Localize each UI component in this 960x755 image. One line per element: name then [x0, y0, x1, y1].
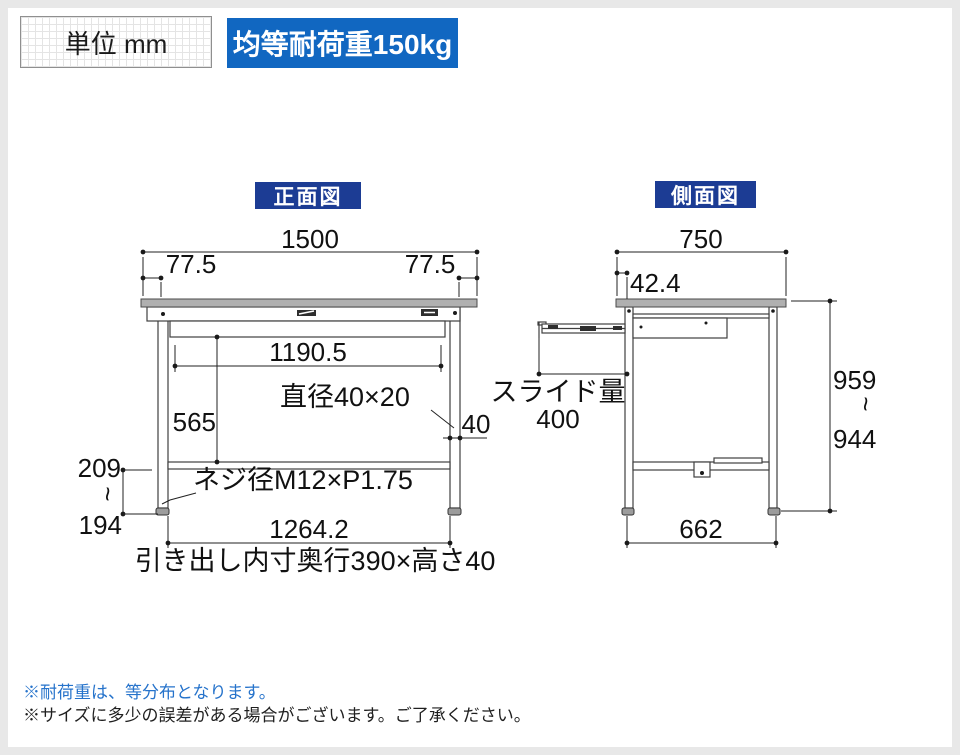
- footnote-load: ※耐荷重は、等分布となります。: [23, 683, 276, 702]
- side-front-foot: [621, 507, 635, 516]
- unit-label: 単位 mm: [64, 28, 168, 59]
- load-capacity-badge: 均等耐荷重150kg: [227, 18, 458, 68]
- side-dim-front-overhang-label: 42.4: [630, 268, 681, 298]
- load-capacity-label: 均等耐荷重150kg: [232, 29, 453, 60]
- front-dim-total-width: 1500: [140, 224, 480, 296]
- side-dim-height-range: 959 ~ 944: [781, 298, 881, 514]
- side-front-leg: [624, 306, 634, 509]
- footnote-size: ※サイズに多少の誤差がある場合がございます。ご了承ください。: [23, 706, 531, 725]
- front-drawer-inner-label: 引き出し内寸奥行390×高さ40: [135, 546, 496, 576]
- unit-label-box: 単位 mm: [20, 16, 212, 68]
- side-dim-front-overhang: 42.4: [614, 268, 681, 299]
- front-leg-size-callout: 直径40×20: [280, 382, 455, 429]
- front-left-bolt: [161, 312, 165, 316]
- side-rear-leg: [768, 306, 778, 509]
- front-left-leg: [157, 306, 169, 509]
- front-dim-leg-height-label: 565: [173, 407, 216, 437]
- front-right-bolt: [453, 311, 457, 315]
- side-view-title: 側面図: [655, 181, 756, 208]
- side-slide-rail: [537, 321, 626, 338]
- front-dim-inner-width-label: 1264.2: [269, 514, 349, 544]
- front-dim-left-overhang: 77.5: [140, 249, 217, 297]
- front-dim-foot-tilde: ~: [93, 486, 123, 501]
- front-dim-foot-range: 209 ~ 194: [78, 453, 158, 540]
- side-dim-leg-span: 662: [624, 514, 779, 548]
- side-dim-leg-span-label: 662: [679, 514, 722, 544]
- front-dim-total-width-label: 1500: [281, 224, 339, 254]
- front-tabletop: [140, 298, 478, 308]
- front-leg-size-label: 直径40×20: [280, 382, 410, 412]
- side-dim-total-depth-label: 750: [679, 224, 722, 254]
- side-dim-height-min-label: 944: [833, 424, 876, 454]
- front-right-foot: [447, 507, 462, 516]
- side-rear-foot: [767, 507, 781, 516]
- side-dim-height-max-label: 959: [833, 365, 876, 395]
- front-dim-leg-width: 40: [443, 409, 491, 441]
- front-drawer-panel: [169, 320, 446, 338]
- side-crossbar-plate: [713, 457, 763, 464]
- side-dim-total-depth: 750: [614, 224, 789, 296]
- front-view-drawing: 1500 77.5 77.5 1190.5: [78, 224, 496, 576]
- front-dim-inner-top: 1190.5: [172, 337, 444, 372]
- side-dim-height-tilde: ~: [851, 396, 881, 411]
- front-view-title: 正面図: [255, 182, 361, 209]
- side-slide-label: スライド量: [491, 377, 626, 407]
- front-dim-inner-width: 1264.2: [165, 514, 453, 548]
- front-left-foot: [155, 507, 170, 516]
- side-dim-slide: スライド量 400: [491, 338, 630, 434]
- footnotes: ※耐荷重は、等分布となります。 ※サイズに多少の誤差がある場合がございます。ご了…: [23, 681, 531, 727]
- side-tabletop: [615, 298, 787, 308]
- front-dim-inner-top-label: 1190.5: [269, 337, 347, 367]
- front-dim-left-overhang-label: 77.5: [166, 249, 217, 279]
- side-view-title-label: 側面図: [671, 184, 740, 208]
- front-dim-foot-max-label: 209: [78, 453, 121, 483]
- front-dim-leg-height: 565: [173, 334, 220, 465]
- front-dim-foot-min-label: 194: [79, 510, 122, 540]
- side-crossbar-bracket: [693, 461, 711, 478]
- side-view-drawing: 750 42.4 スライド量 400: [491, 224, 881, 548]
- front-stretcher: [167, 461, 451, 470]
- front-dim-right-overhang-label: 77.5: [405, 249, 456, 279]
- front-dim-leg-width-label: 40: [462, 409, 491, 439]
- front-right-leg: [449, 306, 461, 509]
- side-dim-slide-label: 400: [536, 404, 579, 434]
- front-screw-callout: ネジ径M12×P1.75: [161, 465, 413, 505]
- side-apron-rail: [632, 313, 770, 319]
- front-screw-label: ネジ径M12×P1.75: [193, 465, 413, 495]
- side-drawer-body: [632, 317, 728, 339]
- front-view-title-label: 正面図: [273, 185, 343, 209]
- front-dim-right-overhang: 77.5: [405, 249, 480, 297]
